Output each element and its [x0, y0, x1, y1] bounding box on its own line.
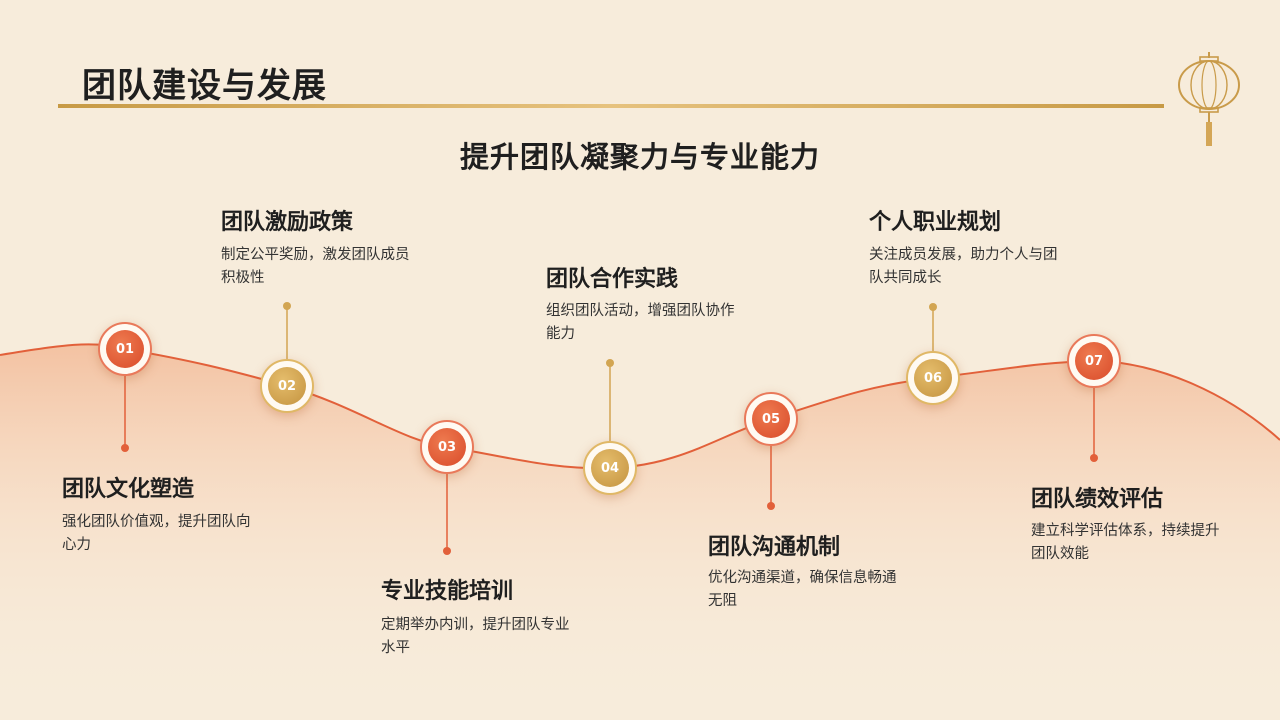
step-node-01: 01	[98, 322, 152, 376]
connector-dot	[121, 444, 129, 452]
step-node-05: 05	[744, 392, 798, 446]
step-number: 07	[1075, 342, 1113, 380]
wave-fill	[0, 344, 1280, 720]
step-title: 个人职业规划	[869, 210, 1002, 235]
connector-dot	[283, 302, 291, 310]
step-node-03: 03	[420, 420, 474, 474]
step-number: 06	[914, 359, 952, 397]
step-title: 团队文化塑造	[62, 477, 195, 502]
connector-dot	[1090, 454, 1098, 462]
step-number: 05	[752, 400, 790, 438]
step-title: 团队沟通机制	[708, 535, 841, 560]
step-number: 04	[591, 449, 629, 487]
step-node-02: 02	[260, 359, 314, 413]
step-description: 关注成员发展，助力个人与团队共同成长	[869, 247, 1058, 286]
connector-dot	[929, 303, 937, 311]
step-node-06: 06	[906, 351, 960, 405]
page-title: 团队建设与发展	[82, 66, 327, 106]
step-description: 建立科学评估体系，持续提升团队效能	[1031, 523, 1220, 562]
title-divider	[58, 104, 1164, 108]
step-description: 制定公平奖励，激发团队成员积极性	[221, 247, 410, 286]
step-title: 团队绩效评估	[1031, 487, 1164, 512]
step-node-07: 07	[1067, 334, 1121, 388]
step-description: 强化团队价值观，提升团队向心力	[62, 514, 251, 553]
step-number: 01	[106, 330, 144, 368]
step-number: 03	[428, 428, 466, 466]
step-description: 优化沟通渠道，确保信息畅通无阻	[708, 570, 897, 609]
step-node-04: 04	[583, 441, 637, 495]
subtitle: 提升团队凝聚力与专业能力	[459, 140, 820, 174]
connector-dot	[767, 502, 775, 510]
step-title: 专业技能培训	[381, 579, 514, 604]
connector-dot	[443, 547, 451, 555]
step-description: 定期举办内训，提升团队专业水平	[381, 617, 570, 656]
lantern-icon	[1178, 52, 1240, 146]
step-description: 组织团队活动，增强团队协作能力	[546, 303, 735, 342]
connector-dot	[606, 359, 614, 367]
step-title: 团队激励政策	[221, 210, 354, 235]
step-number: 02	[268, 367, 306, 405]
step-title: 团队合作实践	[546, 267, 679, 292]
